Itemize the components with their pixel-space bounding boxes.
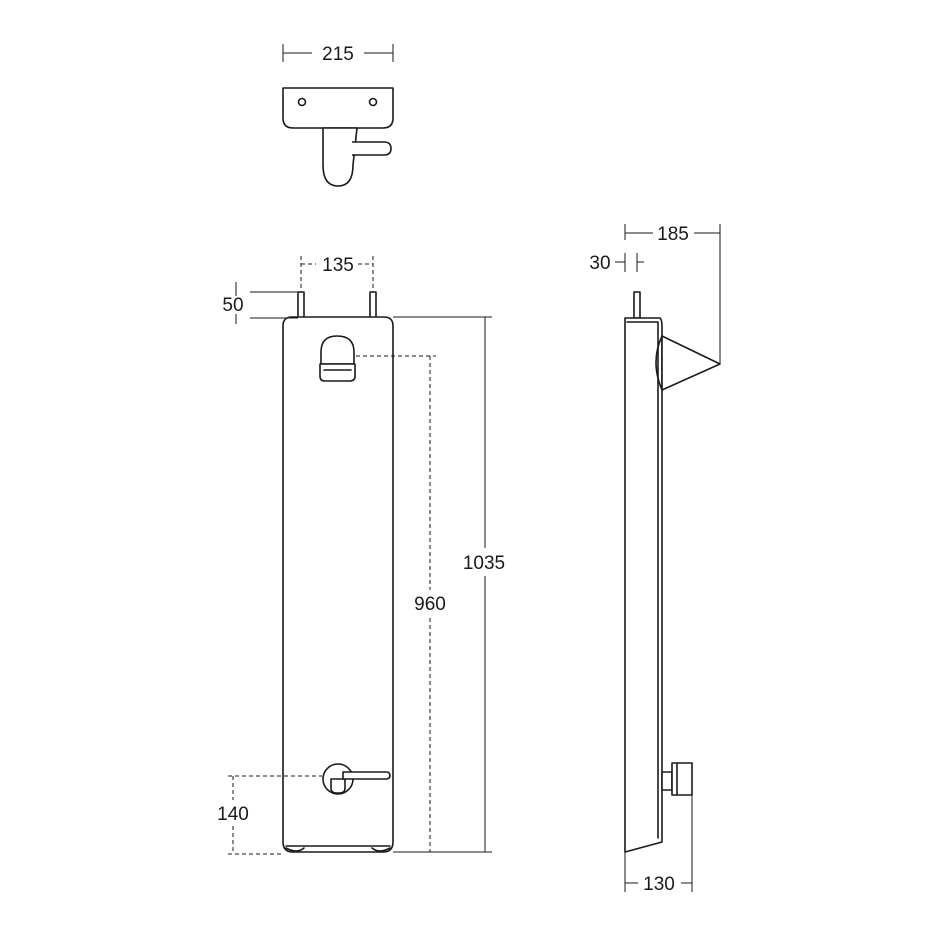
dimension-control-depth: 130: [624, 795, 693, 895]
pillar-left: [297, 291, 305, 319]
control-knob-front[interactable]: [322, 763, 391, 795]
label-control-height: 140: [217, 804, 249, 825]
label-pillar-height: 50: [222, 295, 243, 316]
shower-head-side: [661, 335, 721, 391]
label-control-depth: 130: [643, 874, 675, 895]
front-view: 135 50 1035 960: [217, 255, 505, 855]
label-overall-height: 1035: [463, 553, 505, 574]
label-projection: 185: [657, 224, 689, 245]
side-view: 185 30 130: [589, 224, 721, 895]
plate-screw-left: [297, 97, 307, 107]
dimension-outlet-height: 960: [356, 355, 446, 853]
lever-plan: [352, 141, 392, 156]
plan-view: 215: [282, 44, 394, 187]
label-top-width: 215: [322, 44, 354, 65]
dimension-pillar-offset: 30: [589, 253, 644, 274]
dimension-overall-height: 1035: [393, 316, 505, 853]
dimension-control-height: 140: [217, 775, 322, 855]
pillar-side: [633, 291, 641, 319]
pillar-right: [369, 291, 377, 319]
shower-head-plan: [322, 127, 358, 187]
label-pillar-spacing: 135: [322, 255, 354, 276]
dimension-top-width: 215: [282, 44, 394, 65]
label-outlet-height: 960: [414, 594, 446, 615]
label-pillar-offset: 30: [589, 253, 610, 274]
dimension-pillar-spacing: 135: [300, 255, 374, 292]
shower-head-front: [319, 335, 356, 382]
control-knob-side: [661, 762, 693, 796]
shower-panel-side: [624, 317, 663, 853]
dimension-projection: 185: [624, 224, 721, 364]
shower-panel-front: [282, 316, 394, 853]
wall-plate-plan: [282, 87, 394, 129]
plate-screw-right: [368, 97, 378, 107]
dimension-pillar-height: 50: [222, 282, 304, 324]
